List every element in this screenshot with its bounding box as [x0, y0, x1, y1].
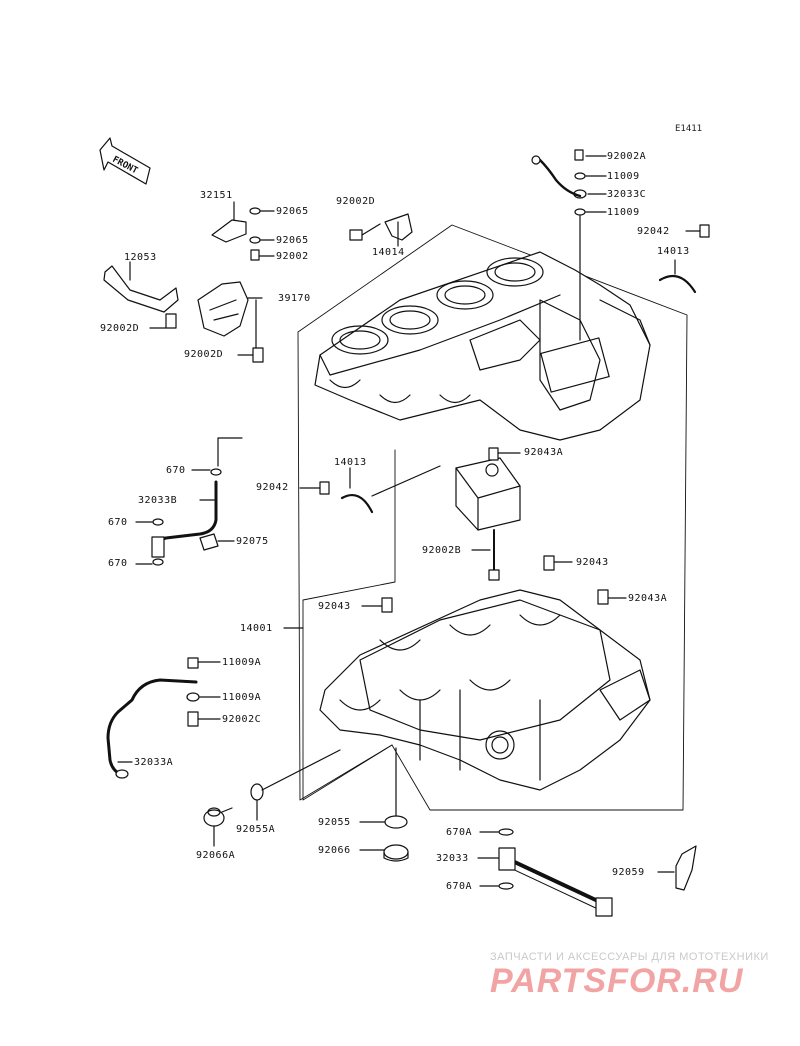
lower-case-outline	[302, 449, 396, 801]
dowel-92042-top	[685, 224, 710, 238]
clamp-92075	[199, 533, 235, 551]
bolt-92002D-left	[149, 313, 177, 329]
watermark-logo: PARTSFOR.RU	[490, 962, 744, 1000]
diagram-code: E1411	[675, 124, 703, 134]
label-92002C[interactable]: 92002C	[222, 714, 262, 725]
label-32033B[interactable]: 32033B	[138, 495, 178, 506]
label-92055[interactable]: 92055	[318, 817, 351, 828]
label-92066[interactable]: 92066	[318, 845, 351, 856]
label-670-b[interactable]: 670	[108, 517, 128, 528]
label-92066A[interactable]: 92066A	[196, 850, 236, 861]
label-92043A-top[interactable]: 92043A	[524, 447, 564, 458]
dowel-92043-right	[543, 555, 573, 571]
label-11009-b[interactable]: 11009	[607, 207, 640, 218]
label-12053[interactable]: 12053	[124, 252, 157, 263]
fitting-92059	[657, 845, 697, 891]
lower-crankcase	[319, 589, 651, 791]
dowel-92042-mid	[299, 481, 330, 495]
bearing-cap-14014	[384, 213, 413, 247]
label-14013-mid[interactable]: 14013	[334, 457, 367, 468]
front-arrow-icon: FRONT	[99, 137, 151, 185]
upper-case-outline	[297, 224, 688, 811]
plug-92066	[359, 844, 409, 862]
bracket-12053	[103, 261, 179, 313]
label-92065-a[interactable]: 92065	[276, 206, 309, 217]
label-11009A-a[interactable]: 11009A	[222, 657, 262, 668]
bearing-14013-top	[658, 259, 697, 294]
label-39170[interactable]: 39170	[278, 293, 311, 304]
guide-39170	[197, 281, 263, 337]
label-14001[interactable]: 14001	[240, 623, 273, 634]
label-92075[interactable]: 92075	[236, 536, 269, 547]
oring-92055	[359, 747, 408, 829]
breather-hose-32033C	[531, 149, 587, 216]
dowel-92043A-right	[597, 589, 627, 605]
pipe-32033	[498, 828, 613, 917]
label-670A-b[interactable]: 670A	[446, 881, 473, 892]
bolt-92002D-low	[237, 299, 264, 363]
label-670-a[interactable]: 670	[166, 465, 186, 476]
label-92002A[interactable]: 92002A	[607, 151, 647, 162]
label-92002D-mid[interactable]: 92002D	[336, 196, 376, 207]
dowel-92043-left	[361, 597, 393, 613]
hose-32033B	[151, 437, 243, 566]
plug-92066A	[203, 807, 233, 847]
label-92065-b[interactable]: 92065	[276, 235, 309, 246]
washer-92065a	[249, 207, 275, 215]
label-92043A-right[interactable]: 92043A	[628, 593, 668, 604]
label-92002D-low[interactable]: 92002D	[184, 349, 224, 360]
label-11009-a[interactable]: 11009	[607, 171, 640, 182]
label-32033A[interactable]: 32033A	[134, 757, 174, 768]
label-92042-mid[interactable]: 92042	[256, 482, 289, 493]
bolt-92002	[250, 249, 275, 261]
bearing-block	[455, 447, 521, 531]
label-92042-top[interactable]: 92042	[637, 226, 670, 237]
label-92002D-left[interactable]: 92002D	[100, 323, 140, 334]
label-92043-right[interactable]: 92043	[576, 557, 609, 568]
washer-92065b	[249, 236, 275, 244]
label-14013-top[interactable]: 14013	[657, 246, 690, 257]
bolt-92002D-mid	[349, 223, 381, 241]
oring-92055A	[250, 749, 341, 821]
label-32033[interactable]: 32033	[436, 853, 469, 864]
label-670A-a[interactable]: 670A	[446, 827, 473, 838]
label-14014[interactable]: 14014	[372, 247, 405, 258]
label-92055A[interactable]: 92055A	[236, 824, 276, 835]
label-11009A-b[interactable]: 11009A	[222, 692, 262, 703]
bolt-92002B	[471, 529, 500, 581]
label-92043-left[interactable]: 92043	[318, 601, 351, 612]
bearing-14013-mid	[340, 465, 441, 514]
upper-crankcase	[314, 251, 651, 441]
label-92002B[interactable]: 92002B	[422, 545, 462, 556]
bracket-32151	[211, 201, 247, 243]
label-32033C[interactable]: 32033C	[607, 189, 647, 200]
watermark-tagline: ЗАПЧАСТИ И АКСЕССУАРЫ ДЛЯ МОТОТЕХНИКИ	[490, 951, 769, 963]
label-92002[interactable]: 92002	[276, 251, 309, 262]
label-92059[interactable]: 92059	[612, 867, 645, 878]
label-670-c[interactable]: 670	[108, 558, 128, 569]
label-32151[interactable]: 32151	[200, 190, 233, 201]
